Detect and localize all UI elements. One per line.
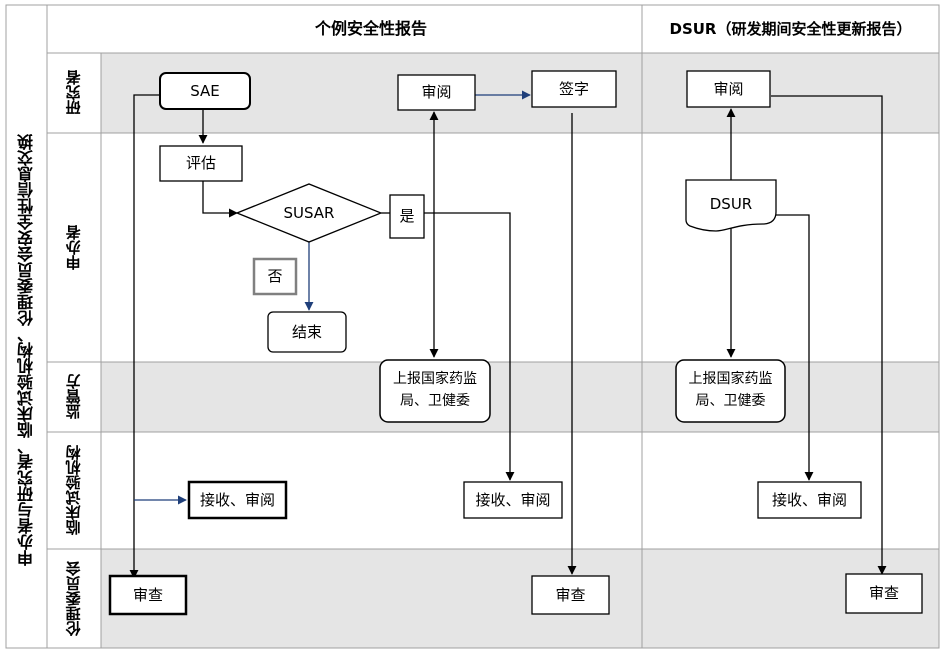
receive-right-box	[757, 481, 862, 519]
arrow-review-to-ethics	[771, 95, 887, 575]
column-header-icsr: 个例安全性报告	[314, 19, 427, 38]
end-label: 结束	[291, 322, 322, 341]
lane-label-sponsor: 申办者	[64, 225, 83, 270]
arrow-yes-to-receive	[424, 212, 515, 481]
node-shapes	[108, 70, 923, 616]
susar-label: SUSAR	[283, 203, 335, 222]
ethics-review-left-box	[108, 574, 188, 616]
yes-label: 是	[399, 207, 415, 226]
end-box	[267, 311, 347, 353]
ethics-review-mid-box	[531, 575, 610, 615]
receive-left-box	[187, 480, 288, 520]
review-dsur-label: 审阅	[713, 79, 744, 98]
ethics-review-mid-label: 审查	[555, 585, 586, 604]
ethics-review-right-label: 审查	[868, 584, 899, 603]
arrow-dsur-to-receive	[776, 214, 814, 481]
evaluate-label: 评估	[185, 154, 216, 173]
lane-label-regulator: 监管方	[64, 374, 83, 420]
review-dsur-box	[686, 70, 771, 108]
outer-title: 申办者与研究者、临床试验机构、伦理委员会安全性信息交换	[17, 134, 36, 566]
lane-backgrounds	[101, 53, 939, 648]
receive-left-label: 接收、审阅	[199, 490, 275, 509]
sign-box	[531, 70, 617, 108]
arrow-evaluate-to-susar	[202, 181, 238, 218]
report-nmpa-left-box	[379, 359, 491, 423]
dsur-document-label: DSUR	[709, 194, 753, 213]
lane-ethics-bg	[101, 549, 939, 648]
report-nmpa-right-label: 上报国家药监局、卫健委	[688, 371, 773, 409]
receive-mid-label: 接收、审阅	[475, 490, 551, 509]
no-label: 否	[267, 267, 283, 286]
susar-diamond	[235, 183, 383, 243]
ethics-review-right-box	[845, 573, 923, 614]
review-left-box	[397, 74, 476, 111]
review-left-label: 审阅	[421, 83, 452, 102]
lane-label-institution: 临床试验机构	[64, 445, 83, 536]
dsur-document-shape	[685, 179, 777, 232]
lane-regulator-bg	[101, 362, 939, 432]
lane-label-researcher: 研究者	[64, 70, 83, 116]
ethics-review-left-label: 审查	[132, 585, 163, 604]
lane-label-ethics: 伦理委员会	[64, 561, 83, 636]
sae-label: SAE	[190, 81, 220, 100]
sign-label: 签字	[558, 79, 589, 98]
receive-mid-box	[463, 481, 563, 519]
grid-lines	[5, 4, 940, 649]
arrow-sae-to-ethics	[129, 94, 160, 579]
evaluate-box	[159, 145, 243, 182]
report-nmpa-left-label: 上报国家药监局、卫健委	[393, 371, 477, 409]
sae-box	[159, 72, 251, 110]
report-nmpa-right-box	[675, 359, 786, 423]
column-header-dsur: DSUR（研发期间安全性更新报告）	[669, 19, 912, 38]
no-box	[252, 257, 298, 296]
connectors	[129, 90, 887, 579]
receive-right-label: 接收、审阅	[771, 490, 847, 509]
yes-box	[389, 194, 425, 239]
